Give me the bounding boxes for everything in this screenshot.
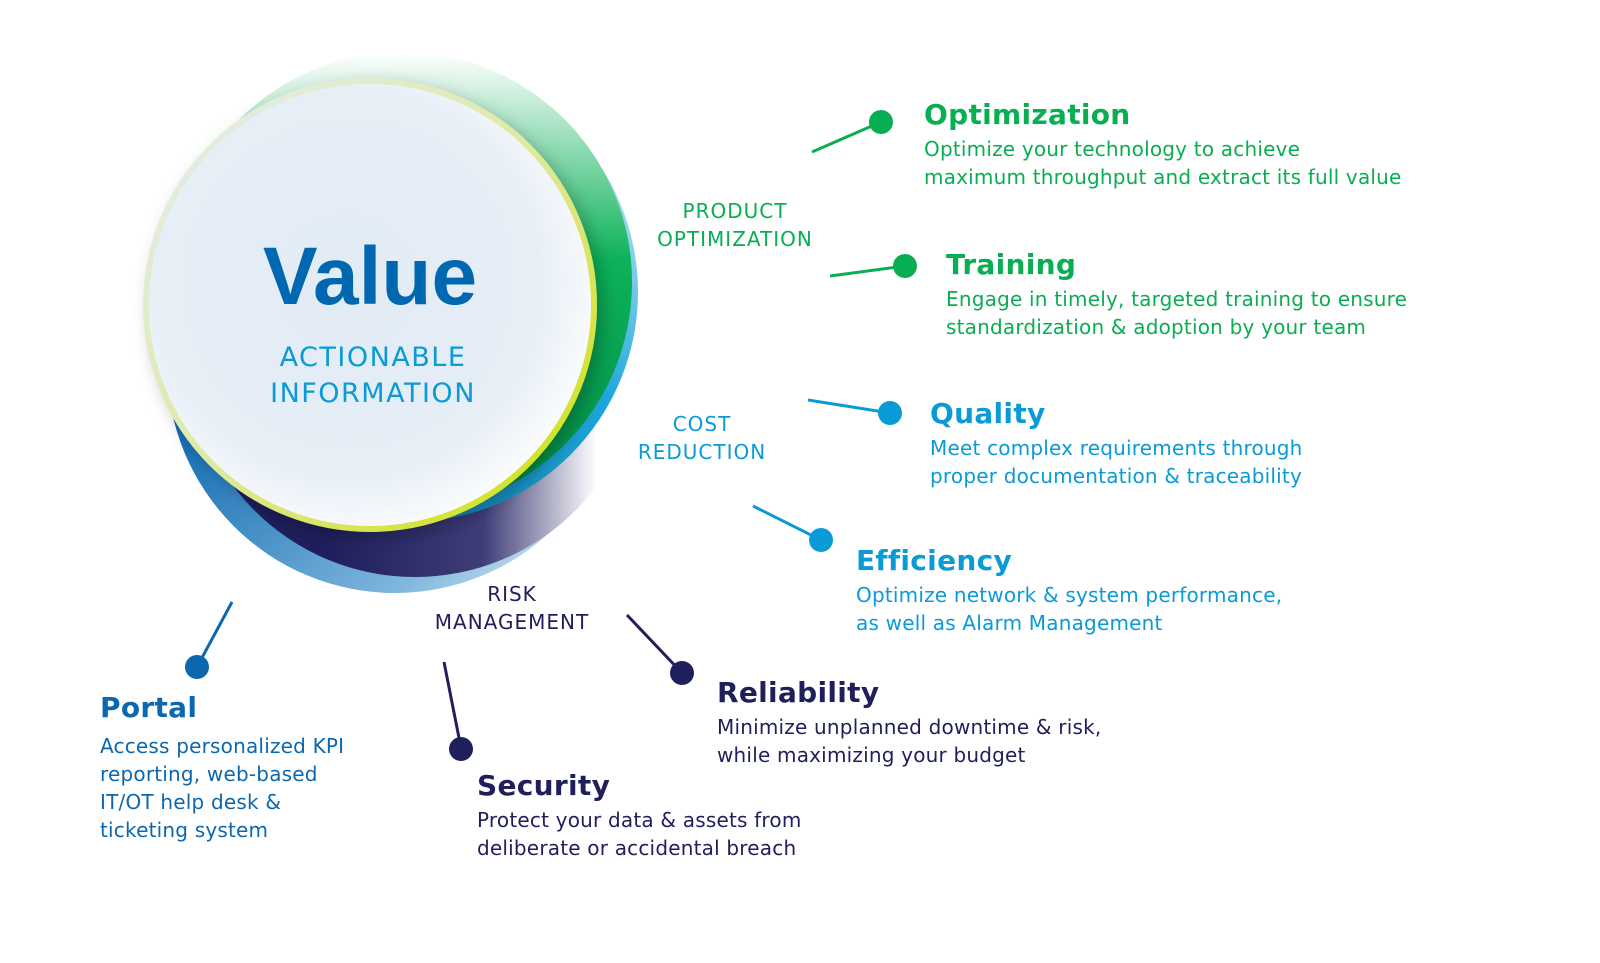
category-line: MANAGEMENT	[434, 610, 590, 634]
desc-line: Optimize network & system performance,	[856, 583, 1283, 607]
item-description: Meet complex requirements through proper …	[930, 434, 1303, 490]
desc-line: IT/OT help desk &	[100, 790, 282, 814]
connector-efficiency	[752, 504, 833, 552]
item-title: Training	[946, 248, 1077, 281]
desc-line: Optimize your technology to achieve	[924, 137, 1301, 161]
item-description: Minimize unplanned downtime & risk, while…	[717, 713, 1101, 769]
desc-line: Meet complex requirements through	[930, 436, 1303, 460]
item-title: Portal	[100, 691, 198, 724]
center-subtitle: ACTIONABLE INFORMATION	[163, 340, 583, 412]
connector-quality	[807, 398, 902, 425]
item-description: Access personalized KPI reporting, web-b…	[100, 732, 344, 844]
category-cost-reduction: COST REDUCTION	[617, 410, 787, 466]
item-title: Security	[477, 769, 611, 802]
center-subtitle-line1: ACTIONABLE	[279, 342, 467, 373]
desc-line: ticketing system	[100, 818, 269, 842]
desc-line: Minimize unplanned downtime & risk,	[717, 715, 1102, 739]
desc-line: as well as Alarm Management	[856, 611, 1163, 635]
item-title: Reliability	[717, 676, 880, 709]
center-subtitle-line2: INFORMATION	[270, 378, 476, 409]
center-title: Value	[262, 231, 478, 322]
category-line: COST	[672, 412, 732, 436]
category-line: OPTIMIZATION	[657, 227, 813, 251]
item-training: Training Engage in timely, targeted trai…	[946, 248, 1407, 341]
connector-security	[442, 661, 473, 761]
item-description: Optimize network & system performance, as…	[856, 581, 1282, 637]
item-description: Engage in timely, targeted training to e…	[946, 285, 1407, 341]
value-circle	[143, 78, 597, 532]
item-optimization: Optimization Optimize your technology to…	[924, 98, 1402, 191]
connector-optimization	[811, 110, 893, 154]
desc-line: Access personalized KPI	[100, 734, 345, 758]
category-line: PRODUCT	[682, 199, 788, 223]
connector-portal	[185, 601, 234, 679]
item-title: Quality	[930, 397, 1046, 430]
item-description: Optimize your technology to achieve maxim…	[924, 135, 1402, 191]
item-description: Protect your data & assets from deliberat…	[477, 806, 802, 862]
item-title: Optimization	[924, 98, 1131, 131]
desc-line: maximum throughput and extract its full …	[924, 165, 1402, 189]
connector-reliability	[625, 613, 694, 685]
item-title: Efficiency	[856, 544, 1013, 577]
desc-line: proper documentation & traceability	[930, 464, 1302, 488]
desc-line: Protect your data & assets from	[477, 808, 802, 832]
item-security: Security Protect your data & assets from…	[477, 769, 802, 862]
item-quality: Quality Meet complex requirements throug…	[930, 397, 1303, 490]
desc-line: while maximizing your budget	[717, 743, 1026, 767]
category-product-optimization: PRODUCT OPTIMIZATION	[640, 197, 830, 253]
category-risk-management: RISK MANAGEMENT	[417, 580, 607, 636]
desc-line: deliberate or accidental breach	[477, 836, 797, 860]
category-line: REDUCTION	[637, 440, 767, 464]
item-efficiency: Efficiency Optimize network & system per…	[856, 544, 1282, 637]
desc-line: standardization & adoption by your team	[946, 315, 1367, 339]
item-portal: Portal Access personalized KPI reporting…	[100, 691, 344, 844]
connector-training	[829, 254, 917, 278]
category-line: RISK	[487, 582, 537, 606]
desc-line: Engage in timely, targeted training to e…	[946, 287, 1408, 311]
desc-line: reporting, web-based	[100, 762, 318, 786]
item-reliability: Reliability Minimize unplanned downtime …	[717, 676, 1101, 769]
